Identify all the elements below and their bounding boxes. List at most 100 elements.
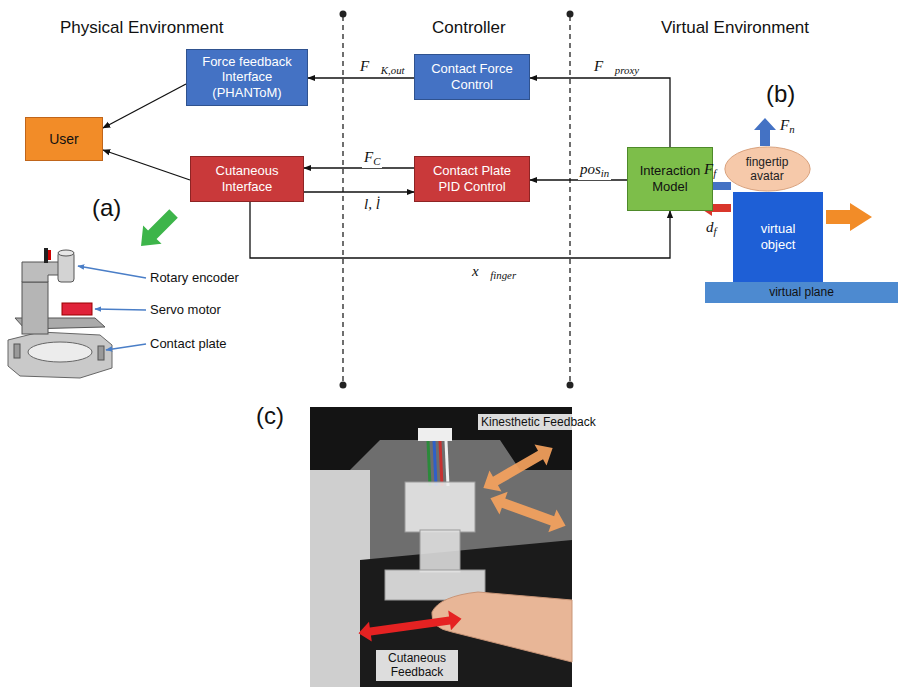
part-label: Contact plate (150, 336, 227, 352)
contact-plate-frame (8, 332, 112, 378)
device-base (360, 540, 572, 687)
text-base: d (706, 219, 714, 235)
node-text: Contact Force Control (421, 61, 523, 92)
avatar-ellipse: fingertip avatar (724, 146, 811, 192)
text-subscript: in (601, 167, 609, 179)
signal-label: F⃗K,out (358, 57, 407, 77)
text-base: F (704, 161, 713, 177)
signal-label: posin (578, 160, 611, 180)
signal-label: l, l̇ (362, 195, 382, 213)
node-text: Contact Plate PID Control (421, 163, 523, 194)
node-text: virtual object (748, 221, 808, 252)
connector (308, 77, 414, 78)
device-illustration (8, 248, 112, 378)
plane-band: virtual plane (705, 282, 898, 303)
part-label: Servo motor (150, 302, 221, 318)
pillar (22, 282, 48, 334)
node-text: virtual plane (769, 285, 834, 299)
double-arrow (486, 487, 569, 537)
connector (304, 191, 414, 192)
section-heading: Physical Environment (60, 18, 223, 38)
text-subscript: f (713, 167, 716, 179)
force-symbol: Fn (780, 116, 795, 136)
dashed-line (569, 16, 570, 383)
servo-body (62, 303, 92, 315)
connector (530, 78, 670, 147)
signal-label: F⃗proxy (592, 57, 641, 77)
force-symbol: Ff (704, 160, 716, 180)
double-arrow (477, 438, 558, 499)
leader-line (106, 344, 146, 350)
connector (103, 150, 190, 180)
contact-plate-ring (28, 342, 92, 362)
leader-line (78, 266, 146, 278)
cutaneous-arrow (357, 609, 463, 643)
green-arrow (132, 204, 183, 255)
end-dot (340, 382, 347, 389)
section-heading: Controller (432, 18, 506, 38)
panel-letter: (a) (92, 194, 121, 223)
node-text: Force feedback Interface (PHANToM) (193, 54, 301, 101)
text-subscript: proxy (615, 64, 639, 76)
device-part (420, 530, 460, 572)
normal-force-arrow (754, 118, 776, 146)
wire (434, 441, 436, 486)
user-box: User (25, 117, 103, 161)
photo-ground (310, 407, 572, 687)
part-label: Rotary encoder (150, 270, 239, 286)
end-dot (567, 11, 574, 18)
signal-label: x⃗finger (470, 262, 518, 282)
end-dot (567, 382, 574, 389)
text-subscript: f (714, 225, 717, 237)
connector (304, 167, 414, 168)
text-subscript: K,out (381, 64, 405, 76)
text-base: F⃗ (360, 58, 381, 74)
device-part (405, 482, 475, 532)
encoder-tab (44, 248, 48, 263)
node-text: User (49, 131, 79, 148)
object-box: virtual object (733, 192, 823, 282)
kinesthetic-arrow (477, 438, 558, 499)
process-box: Force feedback Interface (PHANToM) (186, 49, 308, 106)
leader-lines (78, 266, 146, 350)
displacement-symbol: df (706, 218, 717, 238)
green-arrow-shape (132, 204, 183, 255)
process-box: Interaction Model (627, 147, 713, 211)
text-base: x⃗ (472, 263, 490, 279)
dashed-line (342, 16, 343, 383)
text-base: F (780, 117, 789, 133)
encoder-top (58, 250, 74, 256)
text-base: F⃗ (594, 58, 615, 74)
signal-label: FC (362, 148, 382, 168)
text-subscript: C (373, 155, 380, 167)
kinesthetic-arrow (486, 487, 569, 537)
bolt (98, 346, 104, 360)
photo-annotation: Cutaneous Feedback (376, 650, 458, 681)
process-box: Contact Plate PID Control (414, 156, 530, 202)
motion-arrow (826, 203, 872, 231)
section-heading: Virtual Environment (661, 18, 809, 38)
panel-letter: (b) (766, 80, 795, 109)
text-base: F (364, 149, 373, 165)
leader-line (95, 309, 146, 310)
wire (428, 441, 430, 486)
connector (418, 428, 452, 441)
double-arrow (357, 609, 463, 643)
wire (446, 441, 448, 486)
panel-letter: (c) (256, 402, 284, 431)
ellipse-shape (724, 147, 809, 191)
text-base: pos (580, 161, 601, 177)
text-subscript: finger (490, 269, 516, 281)
photo (310, 407, 572, 687)
wire (440, 441, 442, 486)
connector (103, 84, 186, 128)
process-box: Contact Force Control (414, 54, 530, 100)
separator (340, 11, 574, 389)
node-text: Interaction Model (634, 163, 706, 194)
node-text: Cutaneous Interface (197, 163, 297, 194)
node-text: fingertip avatar (737, 155, 798, 184)
end-dot (340, 11, 347, 18)
